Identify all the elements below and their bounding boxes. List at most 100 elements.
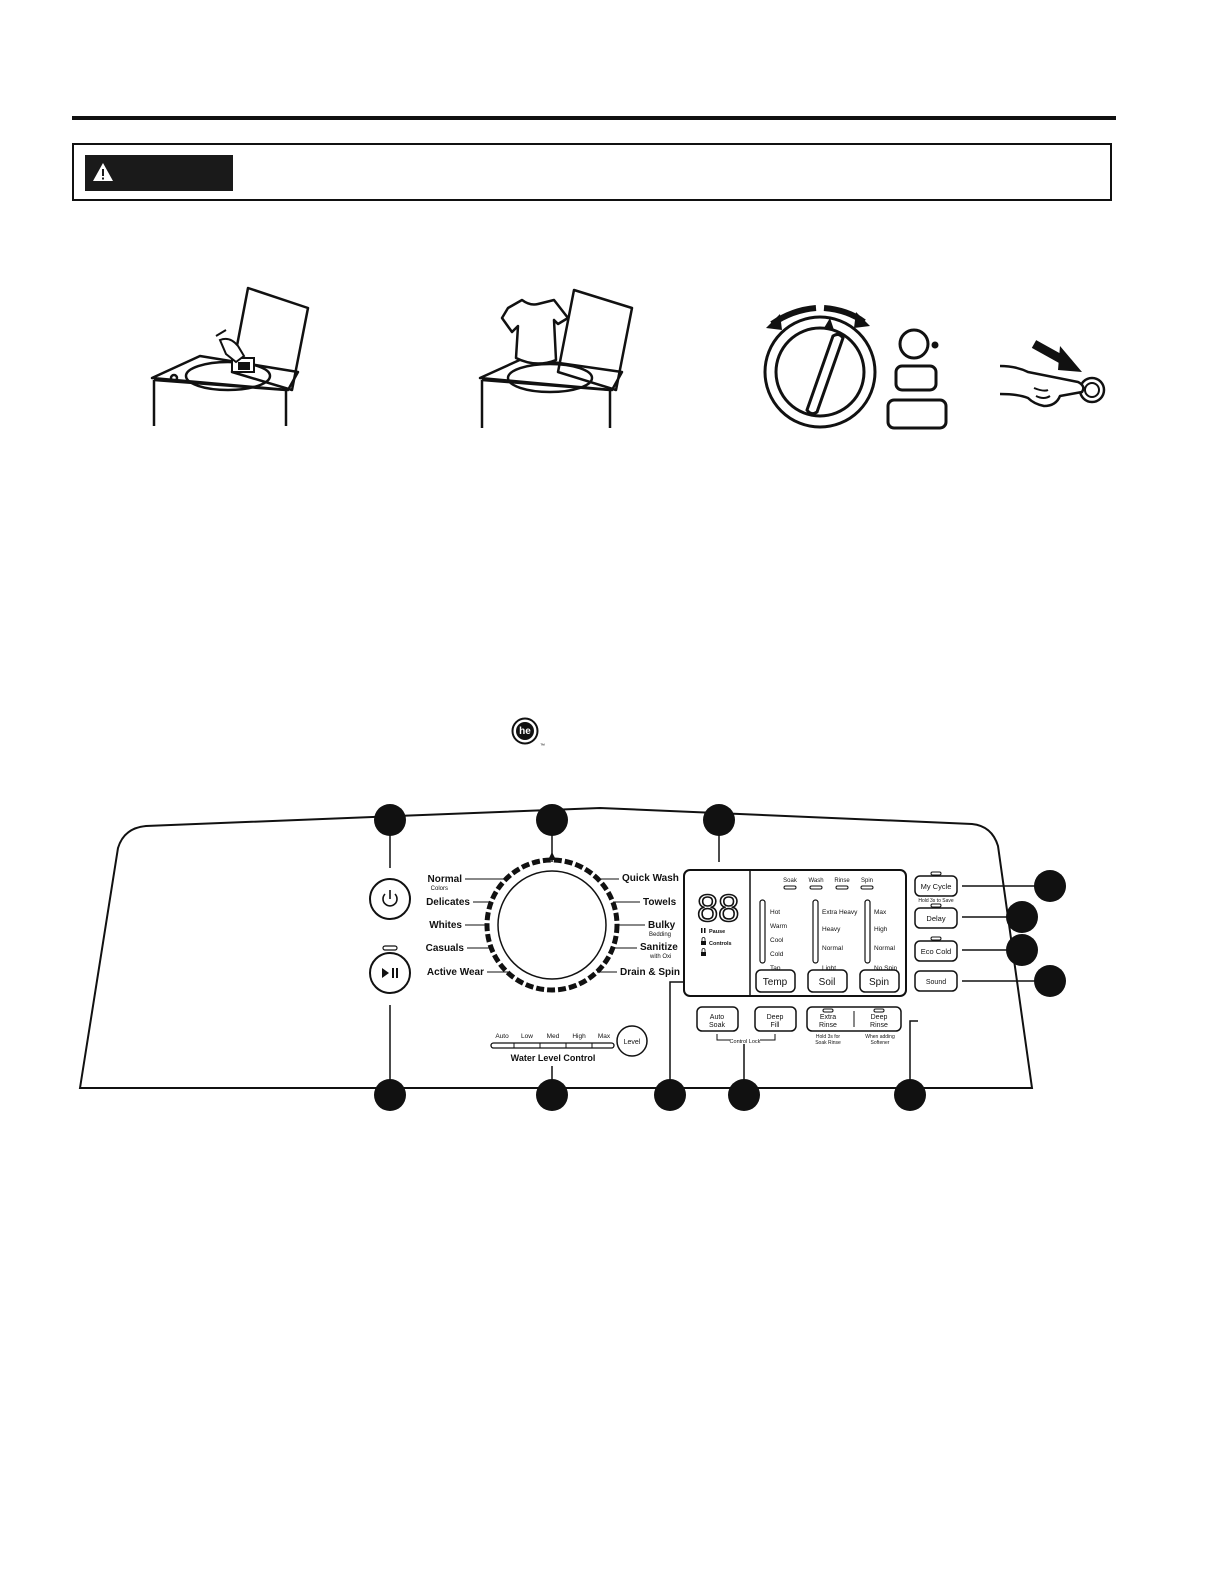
header-rule	[72, 116, 1116, 120]
water-level-labels: Auto Low Med High Max	[495, 1033, 611, 1040]
temp-button-label: Temp	[763, 977, 788, 988]
callout-modifiers	[654, 1079, 686, 1111]
soil-light: Light	[822, 965, 836, 972]
my-cycle-button[interactable]: My Cycle	[914, 875, 958, 897]
he-logo-text: he	[519, 726, 531, 737]
cycle-phase-indicators: Soak Wash Rinse Spin	[783, 878, 873, 884]
phase-soak: Soak	[783, 878, 798, 884]
extra-rinse-note-2: Soak Rinse	[815, 1040, 841, 1046]
hold-to-save-note: Hold 3s to Save	[918, 898, 954, 904]
spin-button[interactable]: Spin	[859, 969, 900, 993]
cycle-ticks-left	[465, 878, 508, 973]
lock-icon	[701, 937, 706, 945]
phase-lights	[783, 885, 874, 890]
phase-rinse: Rinse	[834, 878, 850, 884]
add-detergent-illustration	[150, 286, 310, 426]
phase-wash: Wash	[808, 878, 823, 884]
cycle-sanitize[interactable]: Sanitize	[640, 942, 678, 953]
callout-sound	[1034, 965, 1066, 997]
soil-button-label: Soil	[819, 977, 836, 988]
water-level-auto: Auto	[495, 1033, 509, 1040]
cycle-towels[interactable]: Towels	[643, 897, 677, 908]
delay-label: Delay	[926, 914, 945, 923]
status-pause: Pause	[709, 929, 725, 935]
warning-box	[72, 143, 1112, 201]
callout-display	[703, 804, 735, 836]
cycle-quick-wash[interactable]: Quick Wash	[622, 873, 679, 884]
digit-display: 88	[697, 888, 739, 930]
spin-normal: Normal	[874, 945, 896, 952]
temp-button[interactable]: Temp	[755, 969, 796, 993]
spin-button-label: Spin	[869, 977, 889, 988]
delay-light	[930, 903, 942, 908]
play-pause-icon	[382, 968, 398, 978]
phase-spin: Spin	[861, 878, 873, 884]
temp-warm: Warm	[770, 923, 787, 930]
auto-soak-button[interactable]: Auto Soak	[696, 1006, 739, 1032]
callout-start	[374, 1079, 406, 1111]
my-cycle-label: My Cycle	[921, 882, 952, 891]
water-level-segments	[513, 1043, 593, 1048]
press-start-illustration	[999, 340, 1106, 408]
eco-cold-button[interactable]: Eco Cold	[914, 940, 958, 962]
callout-water-level	[536, 1079, 568, 1111]
extra-rinse-label-2: Rinse	[819, 1022, 837, 1029]
rinse-button-group	[806, 1006, 902, 1032]
soil-levels: Extra Heavy Heavy Normal Light	[822, 909, 858, 972]
extra-rinse-note-1: Hold 3s for	[816, 1034, 841, 1040]
power-button[interactable]	[369, 878, 411, 920]
cycle-delicates[interactable]: Delicates	[426, 897, 470, 908]
cycle-casuals[interactable]: Casuals	[426, 943, 465, 954]
sound-button[interactable]: Sound	[914, 970, 958, 992]
temp-tap: Tap	[770, 965, 781, 972]
extra-rinse-label-1: Extra	[820, 1014, 836, 1021]
callout-power	[374, 804, 406, 836]
cycle-normal-sub: Colors	[431, 886, 448, 892]
spin-high: High	[874, 926, 888, 933]
cycle-normal[interactable]: Normal	[428, 874, 463, 885]
pause-icon	[701, 928, 706, 933]
deep-fill-label-1: Deep	[767, 1014, 784, 1021]
start-pause-button[interactable]	[369, 952, 411, 994]
cycle-ticks-right	[597, 878, 645, 973]
water-level-title: Water Level Control	[511, 1053, 596, 1063]
control-lock-label: Control Lock	[730, 1039, 761, 1045]
cycle-drain-spin[interactable]: Drain & Spin	[620, 967, 680, 978]
control-panel: Normal Colors Delicates Whites Casuals A…	[78, 804, 1066, 1111]
power-icon	[382, 890, 398, 907]
level-button[interactable]: Level	[616, 1025, 648, 1057]
control-lock-bracket-right	[760, 1034, 776, 1041]
sound-label: Sound	[926, 979, 946, 986]
deep-rinse-note-1: When adding	[865, 1034, 895, 1040]
he-logo-icon: he ™	[511, 717, 545, 749]
select-cycle-illustration	[763, 305, 948, 430]
water-level-low: Low	[521, 1033, 533, 1040]
deep-fill-button[interactable]: Deep Fill	[754, 1006, 797, 1032]
cycle-labels-right: Quick Wash Towels Bulky Bedding Sanitize…	[620, 873, 680, 978]
water-level-bar	[490, 1042, 615, 1049]
eco-cold-light	[930, 936, 942, 941]
cycle-bulky[interactable]: Bulky	[648, 920, 676, 931]
cycle-labels-left: Normal Colors Delicates Whites Casuals A…	[426, 874, 484, 978]
temp-indicator-bar	[759, 899, 766, 964]
extra-rinse-button[interactable]: Extra Rinse	[808, 1008, 853, 1030]
deep-rinse-button[interactable]: Deep Rinse	[855, 1008, 900, 1030]
cycle-active-wear[interactable]: Active Wear	[427, 967, 484, 978]
temp-hot: Hot	[770, 909, 780, 916]
callout-eco-cold	[1006, 934, 1038, 966]
status-controls: Controls	[709, 941, 732, 947]
warning-badge	[85, 155, 233, 191]
callout-rinse-options	[894, 1079, 926, 1111]
soil-button[interactable]: Soil	[807, 969, 848, 993]
soil-extra-heavy: Extra Heavy	[822, 909, 858, 916]
warning-triangle-icon	[93, 163, 113, 181]
deep-rinse-note-2: Softener	[871, 1040, 890, 1046]
start-indicator-light	[382, 945, 398, 951]
delay-button[interactable]: Delay	[914, 907, 958, 929]
water-level-med: Med	[547, 1033, 560, 1040]
callout-delay	[1006, 901, 1038, 933]
cycle-whites[interactable]: Whites	[429, 920, 462, 931]
spin-max: Max	[874, 909, 887, 916]
deep-rinse-light	[873, 1008, 885, 1013]
cycle-bulky-sub: Bedding	[649, 932, 671, 938]
